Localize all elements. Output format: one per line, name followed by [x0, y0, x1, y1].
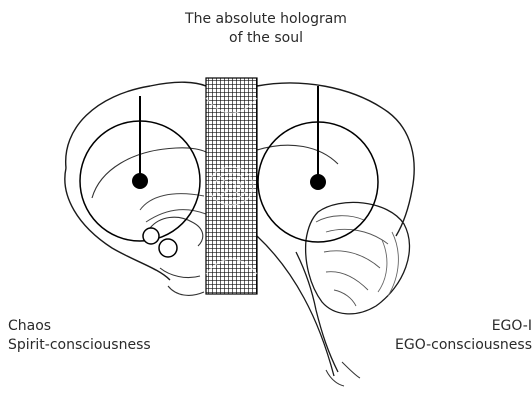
hologram-column	[206, 78, 257, 294]
chaos-label-line-2: Spirit-consciousness	[8, 336, 151, 355]
spirit-center-dot	[132, 173, 148, 189]
diagram-title: The absolute hologram of the soul	[0, 10, 532, 48]
cerebellum-folds	[316, 216, 388, 306]
chaos-label-line-1: Chaos	[8, 317, 151, 336]
ego-label-line-2: EGO-consciousness	[395, 336, 532, 355]
ego-center-dot	[310, 174, 326, 190]
ego-label-line-1: EGO-I	[395, 317, 532, 336]
title-line-1: The absolute hologram	[0, 10, 532, 29]
title-line-2: of the soul	[0, 29, 532, 48]
small-circle-lower	[159, 239, 177, 257]
small-circle-upper	[143, 228, 159, 244]
ego-label: EGO-I EGO-consciousness	[395, 317, 532, 355]
inner-fold	[140, 194, 206, 222]
chaos-label: Chaos Spirit-consciousness	[8, 317, 151, 355]
